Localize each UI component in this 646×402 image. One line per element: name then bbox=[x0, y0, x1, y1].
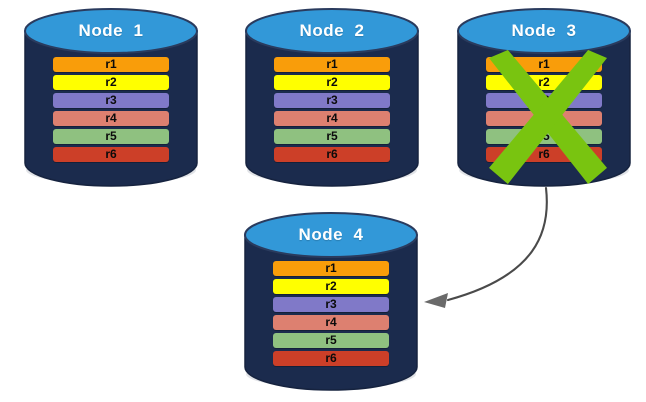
row-r4[interactable]: r4 bbox=[273, 315, 389, 330]
row-r4[interactable]: r4 bbox=[53, 111, 169, 126]
cylinder-top-cap bbox=[244, 212, 418, 258]
node-1-rows: r1 r2 r3 r4 r5 r6 bbox=[24, 57, 198, 162]
node-2-rows: r1 r2 r3 r4 r5 r6 bbox=[245, 57, 419, 162]
row-r2[interactable]: r2 bbox=[273, 279, 389, 294]
row-r5[interactable]: r5 bbox=[273, 333, 389, 348]
row-r6[interactable]: r6 bbox=[486, 147, 602, 162]
cylinder-top-cap bbox=[457, 8, 631, 54]
row-r1[interactable]: r1 bbox=[273, 261, 389, 276]
row-r2[interactable]: r2 bbox=[53, 75, 169, 90]
row-r3[interactable]: r3 bbox=[486, 93, 602, 108]
row-r1[interactable]: r1 bbox=[274, 57, 390, 72]
row-r1[interactable]: r1 bbox=[53, 57, 169, 72]
row-r5[interactable]: r5 bbox=[486, 129, 602, 144]
row-r6[interactable]: r6 bbox=[273, 351, 389, 366]
row-r4[interactable]: r4 bbox=[486, 111, 602, 126]
row-r2[interactable]: r2 bbox=[274, 75, 390, 90]
node-4-rows: r1 r2 r3 r4 r5 r6 bbox=[244, 261, 418, 366]
row-r4[interactable]: r4 bbox=[274, 111, 390, 126]
node-3-rows: r1 r2 r3 r4 r5 r6 bbox=[457, 57, 631, 162]
row-r6[interactable]: r6 bbox=[274, 147, 390, 162]
cylinder-top-cap bbox=[24, 8, 198, 54]
row-r3[interactable]: r3 bbox=[274, 93, 390, 108]
row-r5[interactable]: r5 bbox=[274, 129, 390, 144]
row-r6[interactable]: r6 bbox=[53, 147, 169, 162]
row-r3[interactable]: r3 bbox=[273, 297, 389, 312]
row-r3[interactable]: r3 bbox=[53, 93, 169, 108]
row-r2[interactable]: r2 bbox=[486, 75, 602, 90]
row-r5[interactable]: r5 bbox=[53, 129, 169, 144]
row-r1[interactable]: r1 bbox=[486, 57, 602, 72]
cylinder-top-cap bbox=[245, 8, 419, 54]
